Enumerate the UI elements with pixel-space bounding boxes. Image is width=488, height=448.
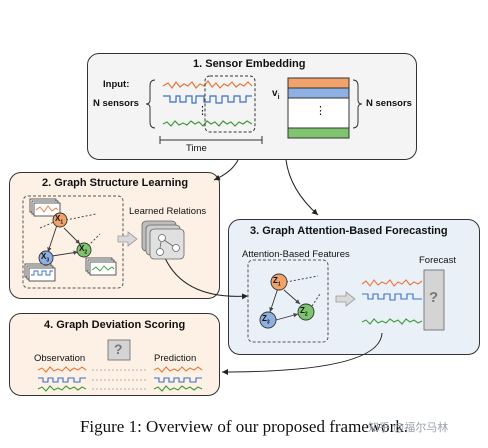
forecast-question-mark: ? bbox=[429, 289, 439, 306]
deviation-box bbox=[107, 339, 131, 361]
sensor-series-green bbox=[162, 120, 253, 127]
observation-label: Observation bbox=[34, 353, 86, 364]
arrow-1-to-3 bbox=[285, 159, 319, 216]
arrow-1-to-2 bbox=[213, 159, 239, 181]
n-sensors-left-label: N sensors bbox=[93, 98, 139, 109]
forecast-box bbox=[423, 269, 445, 331]
node-z2 bbox=[297, 303, 315, 321]
arrow-3-to-4 bbox=[221, 332, 383, 375]
deviation-title: 4. Graph Deviation Scoring bbox=[44, 319, 186, 331]
dots-left: ⋮ bbox=[197, 105, 208, 117]
node-x1-label: X1 bbox=[55, 214, 64, 226]
features-label: Attention-Based Features bbox=[242, 249, 350, 260]
grey-arrow-2 bbox=[117, 231, 138, 247]
forecast-label: Forecast bbox=[419, 255, 456, 266]
forecast-series-orange bbox=[361, 279, 423, 287]
figure-caption: Figure 1: Overview of our proposed frame… bbox=[79, 417, 409, 436]
forecasting-title: 3. Graph Attention-Based Forecasting bbox=[250, 225, 448, 237]
mini-chart-x3 bbox=[24, 263, 56, 282]
right-brace bbox=[352, 79, 363, 129]
forecast-series-blue bbox=[362, 293, 422, 301]
node-x1 bbox=[52, 212, 68, 228]
left-brace bbox=[145, 79, 156, 129]
mini-chart-x2 bbox=[85, 257, 117, 276]
sensor-embedding-panel bbox=[87, 53, 417, 160]
dots-right: ⋮ bbox=[315, 105, 326, 117]
observation-series-green bbox=[37, 385, 87, 392]
node-z2-label: Z2 bbox=[300, 306, 308, 318]
forecast-series-green bbox=[361, 318, 423, 325]
time-window bbox=[204, 75, 256, 133]
prediction-series-orange bbox=[153, 366, 203, 373]
sensor-embedding-title: 1. Sensor Embedding bbox=[193, 58, 306, 70]
prediction-series-blue bbox=[154, 377, 202, 383]
embedding-row-green bbox=[287, 127, 350, 139]
node-x3-label: X3 bbox=[41, 252, 50, 264]
node-x2-label: X2 bbox=[79, 244, 88, 256]
features-dashed-area bbox=[247, 259, 329, 343]
mini-chart-x1 bbox=[29, 198, 61, 217]
n-sensors-right-label: N sensors bbox=[366, 98, 412, 109]
prediction-label: Prediction bbox=[154, 353, 197, 364]
node-z3 bbox=[259, 311, 277, 329]
learned-relations-label: Learned Relations bbox=[129, 206, 207, 217]
node-x2 bbox=[76, 242, 92, 258]
sensor-series-blue bbox=[163, 95, 252, 104]
embedding-row-blue bbox=[287, 87, 350, 99]
observation-series-blue bbox=[38, 377, 86, 383]
node-z1-label: Z1 bbox=[273, 276, 281, 288]
node-z1 bbox=[270, 273, 288, 291]
vector-label: vi bbox=[272, 88, 280, 101]
arrow-2-to-3 bbox=[164, 257, 249, 300]
graph-dashed-area bbox=[22, 195, 124, 289]
sensor-series-orange bbox=[162, 79, 253, 90]
observation-series-orange bbox=[37, 366, 87, 373]
grey-arrow-3 bbox=[335, 291, 356, 307]
learned-relations-stack bbox=[141, 220, 185, 260]
node-x3 bbox=[38, 250, 54, 266]
prediction-series-green bbox=[153, 385, 203, 392]
graph-structure-title: 2. Graph Structure Learning bbox=[42, 177, 189, 189]
deviation-question-mark: ? bbox=[114, 341, 123, 357]
input-label: Input: bbox=[103, 79, 130, 90]
time-label: Time bbox=[186, 143, 207, 154]
embedding-row-orange bbox=[287, 77, 350, 89]
watermark: 知乎 @福尔马林 bbox=[368, 422, 449, 434]
node-z3-label: Z3 bbox=[262, 314, 270, 326]
